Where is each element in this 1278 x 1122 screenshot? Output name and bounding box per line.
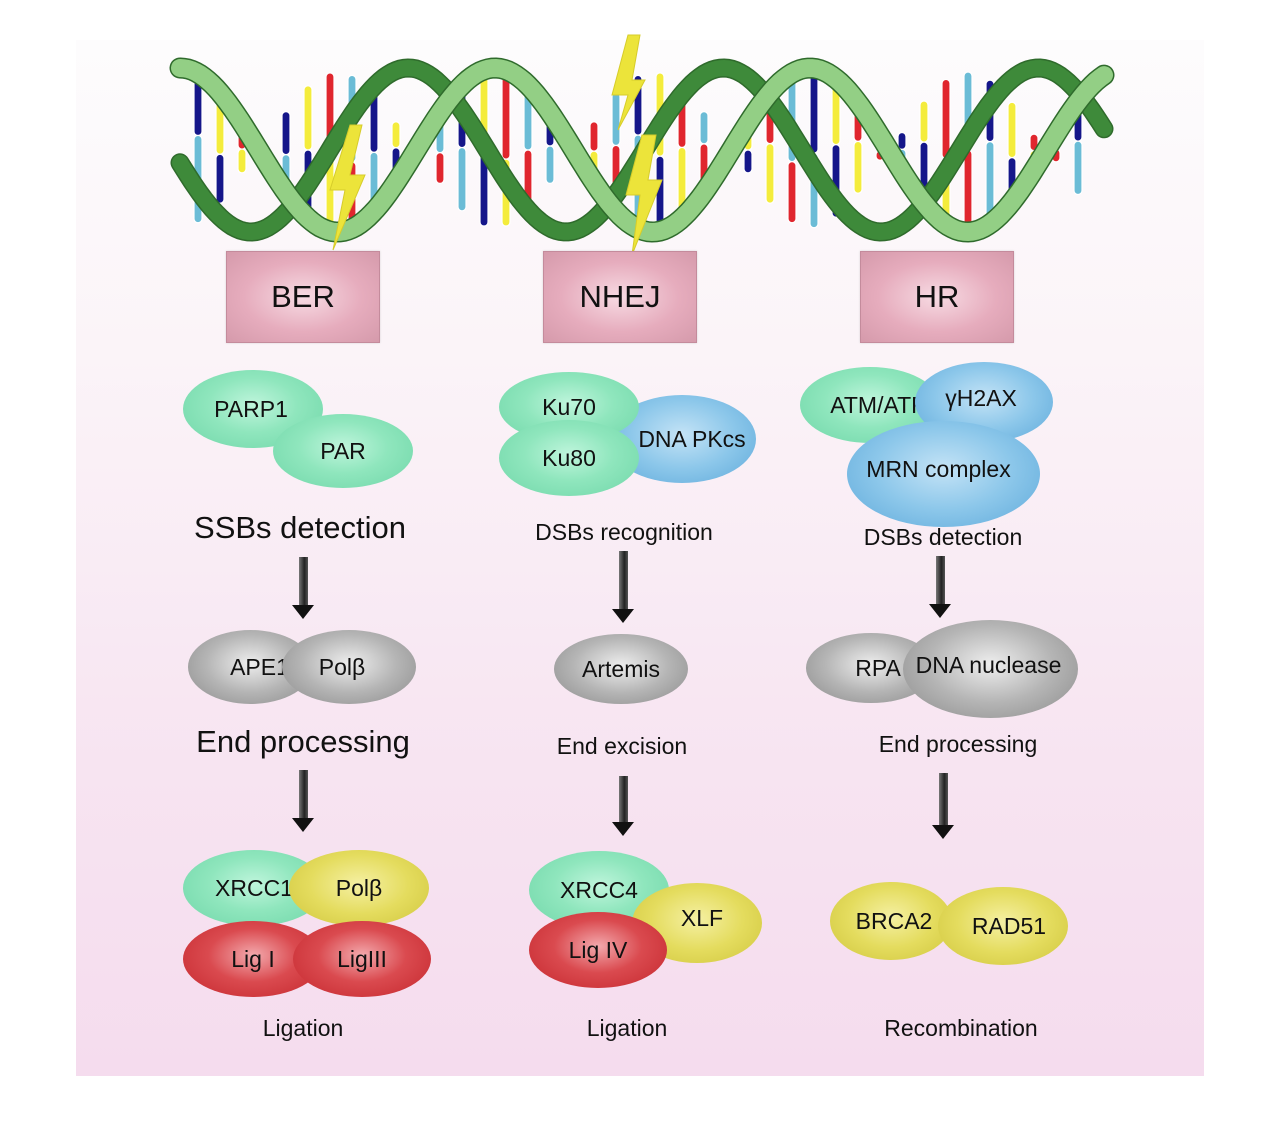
dna-base — [963, 149, 973, 229]
protein-label: MRN complex — [866, 455, 1011, 482]
protein-label: DNA nuclease — [915, 651, 1062, 678]
stage-label: End processing — [878, 731, 1038, 757]
protein-brca2: BRCA2 — [830, 882, 952, 960]
dna-base — [1073, 140, 1083, 196]
dna-base — [1007, 101, 1017, 159]
protein-mrn-complex: MRN complex — [847, 421, 1040, 527]
protein-label: LigIII — [337, 945, 387, 972]
dna-base — [281, 110, 291, 156]
pathway-box-nhej: NHEJ — [543, 251, 697, 343]
dna-base — [919, 100, 929, 143]
protein-label: RPA — [855, 654, 901, 681]
dna-base — [787, 161, 797, 224]
dna-base — [303, 85, 313, 151]
protein-dna-nuclease: DNA nuclease — [903, 620, 1078, 718]
pathway-title: BER — [271, 279, 335, 314]
protein-label: DNA PKcs — [638, 425, 746, 452]
protein-label: Ku70 — [542, 393, 596, 420]
stage-label: Ligation — [586, 1015, 668, 1041]
dna-base — [589, 121, 599, 152]
protein-label: ATM/ATR — [830, 391, 928, 418]
arrow-down-icon — [612, 776, 634, 836]
protein-label: Lig IV — [568, 936, 628, 963]
arrow-down-icon — [932, 773, 954, 839]
protein-label: Lig I — [231, 945, 275, 972]
protein-label: XLF — [680, 904, 724, 931]
protein-lig-iv: Lig IV — [529, 912, 667, 988]
arrow-down-icon — [292, 557, 314, 619]
dna-base — [809, 71, 819, 154]
dna-base — [391, 121, 401, 149]
dna-base — [435, 152, 445, 185]
dna-base — [545, 145, 555, 185]
protein-par: PAR — [273, 414, 413, 488]
protein-lig-iii: LigIII — [293, 921, 431, 997]
stage-label: Ligation — [262, 1015, 344, 1041]
lightning-bolt-icon — [611, 34, 646, 131]
protein-artemis: Artemis — [554, 634, 688, 704]
protein-label: Polβ — [318, 653, 366, 680]
pathway-title: NHEJ — [579, 279, 661, 314]
dna-base — [611, 92, 621, 147]
dna-double-helix — [169, 34, 1115, 256]
protein-label: BRCA2 — [855, 907, 933, 934]
dna-base — [501, 73, 511, 160]
arrow-down-icon — [929, 556, 951, 618]
stage-label: End excision — [556, 733, 688, 759]
pathway-box-hr: HR — [860, 251, 1014, 343]
dna-base — [897, 131, 907, 150]
protein-label: Polβ — [335, 874, 383, 901]
stage-label: End processing — [196, 724, 410, 759]
dna-base — [699, 110, 709, 145]
protein-label: PARP1 — [214, 395, 288, 422]
protein-label: Artemis — [582, 655, 660, 682]
pathway-title: HR — [914, 279, 960, 314]
protein-rad51: RAD51 — [938, 887, 1068, 965]
pathway-box-ber: BER — [226, 251, 380, 343]
protein-label: XRCC4 — [560, 876, 638, 903]
stage-label: SSBs detection — [194, 510, 406, 545]
protein-label: Ku80 — [542, 444, 596, 471]
stage-label: DSBs recognition — [535, 519, 713, 545]
dna-base — [457, 146, 467, 212]
lightning-bolt-icon — [625, 134, 663, 256]
protein-label: PAR — [320, 437, 366, 464]
lightning-bolt-icon — [329, 124, 366, 251]
protein-label: γH2AX — [945, 384, 1017, 411]
arrow-down-icon — [612, 551, 634, 623]
dna-base — [237, 148, 247, 174]
arrow-down-icon — [292, 770, 314, 832]
protein-polb: Polβ — [282, 630, 416, 704]
dna-base — [941, 78, 951, 160]
protein-label: RAD51 — [971, 912, 1047, 939]
protein-label: XRCC1 — [215, 874, 293, 901]
protein-label: APE1 — [230, 653, 289, 680]
dna-base — [743, 149, 753, 174]
stage-label: Recombination — [884, 1015, 1038, 1041]
stage-label: DSBs detection — [863, 524, 1023, 550]
protein-polb: Polβ — [289, 850, 429, 926]
dna-base — [215, 153, 225, 204]
dna-base — [765, 143, 775, 204]
protein-ku80: Ku80 — [499, 420, 639, 496]
dna-base — [853, 140, 863, 194]
